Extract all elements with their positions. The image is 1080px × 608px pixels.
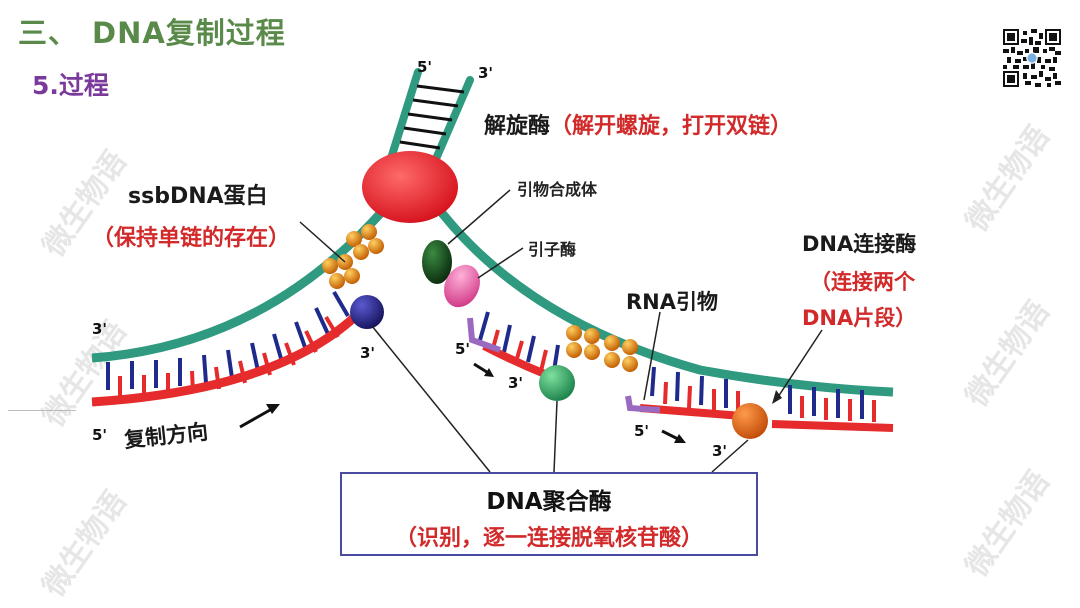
polymerase-leading-enzyme <box>350 295 384 329</box>
strand-end-lag2-5: 5' <box>634 422 650 440</box>
polymerase-desc: （识别，逐一连接脱氧核苷酸） <box>394 526 703 551</box>
ligase-arrowhead <box>772 390 782 404</box>
divider <box>8 410 76 411</box>
ligase-label: DNA连接酶 <box>802 232 917 256</box>
polymerase-label: DNA聚合酶 <box>486 489 612 515</box>
qr-code-icon <box>1003 29 1061 87</box>
strand-end-top-5: 5' <box>417 58 433 76</box>
primosome-label: 引物合成体 <box>517 180 598 199</box>
strand-end-left-3: 3' <box>92 320 108 338</box>
strand-end-lag2-3: 3' <box>712 442 728 460</box>
ligase-desc-2: DNA片段） <box>802 306 917 330</box>
lagging-strand <box>428 197 894 432</box>
strand-end-lag1-5: 5' <box>455 340 471 358</box>
ssb-desc: （保持单链的存在） <box>92 226 291 251</box>
ligase-desc-1: （连接两个 <box>810 270 915 294</box>
polymerase-callout: DNA聚合酶 （识别，逐一连接脱氧核苷酸） <box>340 472 758 556</box>
section-title-text: DNA复制过程 <box>92 16 286 50</box>
polymerase-lagging-enzyme <box>539 365 575 401</box>
primosome-enzyme <box>422 240 452 284</box>
section-title: 三、 DNA复制过程 <box>18 10 286 52</box>
helicase-enzyme <box>362 151 458 223</box>
rna-primer-label: RNA引物 <box>626 290 718 314</box>
section-number: 三、 <box>18 16 79 50</box>
parental-dna <box>384 68 474 172</box>
sub-title: 5.过程 <box>32 71 109 100</box>
strand-end-top-3: 3' <box>478 64 494 82</box>
primase-label: 引子酶 <box>528 240 577 259</box>
helicase-label: 解旋酶（解开螺旋，打开双链） <box>484 114 793 139</box>
polymerase-fragment-enzyme <box>732 403 768 439</box>
leader-lines <box>299 189 823 473</box>
strand-end-left-5: 5' <box>92 426 108 444</box>
movement-arrows <box>239 362 686 443</box>
ssb-label: ssbDNA蛋白 <box>128 184 268 209</box>
strand-end-lag1-3: 3' <box>508 374 524 392</box>
ssb-proteins <box>322 224 638 372</box>
primase-enzyme <box>444 264 480 308</box>
strand-end-lead-3: 3' <box>360 344 376 362</box>
